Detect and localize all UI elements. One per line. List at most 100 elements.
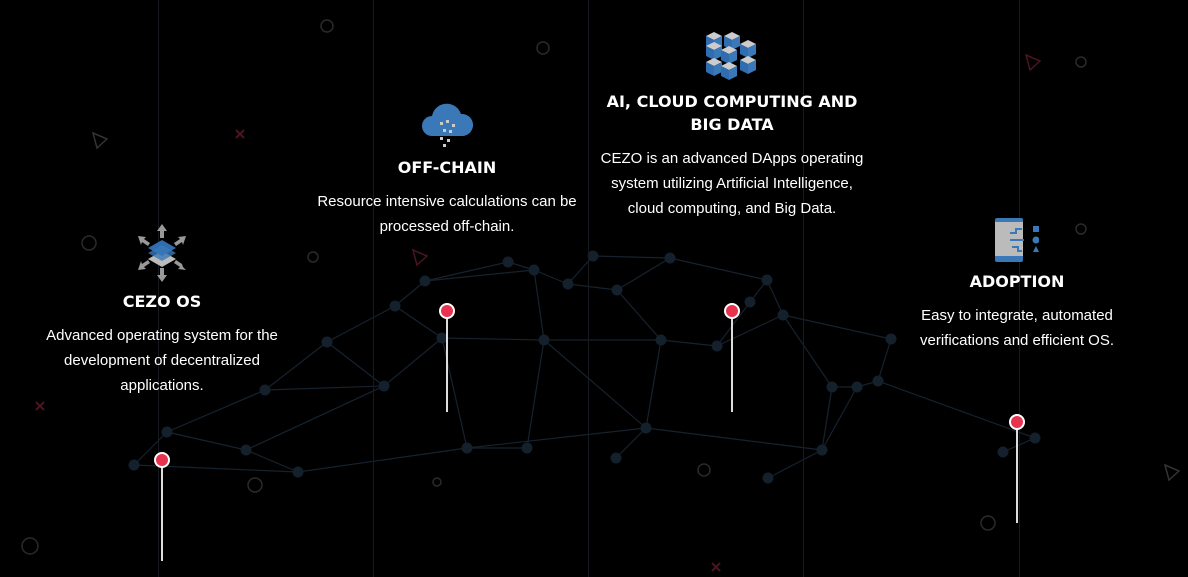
network-node (762, 472, 774, 484)
network-node (872, 375, 884, 387)
network-node (321, 336, 333, 348)
feature-cezo-os: CEZO OS Advanced operating system for th… (30, 224, 294, 398)
device-integration-icon (995, 218, 1039, 262)
layers-expand-icon (138, 224, 186, 282)
network-edge (133, 431, 168, 466)
network-node (744, 296, 756, 308)
decor-circle (21, 537, 39, 555)
network-node (1029, 432, 1041, 444)
decor-triangle (1024, 53, 1042, 72)
decor-triangle (91, 131, 109, 150)
decor-triangle (411, 248, 429, 267)
network-edge (567, 255, 594, 285)
network-node (610, 452, 622, 464)
feature-description: Easy to integrate, automated verificatio… (920, 307, 1114, 349)
network-node (502, 256, 514, 268)
network-edge (264, 385, 385, 391)
network-edge (166, 389, 266, 433)
network-edge (877, 380, 1036, 439)
network-edge (383, 337, 443, 387)
decor-circle (247, 477, 263, 493)
network-edge (264, 341, 328, 391)
grid-line (373, 0, 374, 577)
network-edge (716, 301, 751, 347)
decor-circle (307, 251, 319, 263)
decor-cross (711, 562, 721, 572)
network-node (240, 444, 252, 456)
pin-dot (1009, 414, 1025, 430)
network-edge (543, 339, 647, 429)
network-node (997, 446, 1009, 458)
network-edge (716, 314, 784, 347)
network-edge (821, 386, 858, 451)
network-edge (645, 427, 823, 451)
network-edge (660, 339, 718, 347)
feature-description: CEZO is an advanced DApps operating syst… (600, 150, 864, 217)
pin-dot (439, 303, 455, 319)
network-edge (533, 269, 569, 285)
decor-circle (432, 477, 442, 487)
decor-triangle (1163, 463, 1181, 482)
network-node (461, 442, 473, 454)
network-node (128, 459, 140, 471)
network-edge (326, 305, 396, 343)
decor-circle (536, 41, 550, 55)
timeline-pin (1009, 414, 1025, 523)
network-node (538, 334, 550, 346)
network-edge (424, 261, 509, 282)
network-node (521, 442, 533, 454)
feature-title: OFF-CHAIN (397, 158, 497, 177)
network-edge (394, 280, 426, 307)
network-node (587, 250, 599, 262)
network-edge (567, 283, 618, 291)
feature-description: Resource intensive calculations can be p… (317, 193, 577, 235)
network-node (711, 340, 723, 352)
network-edge (782, 314, 892, 340)
feature-title: CEZO OS (122, 292, 202, 311)
decor-cross (235, 129, 245, 139)
pin-dot (154, 452, 170, 468)
decor-circle (81, 235, 97, 251)
network-node (562, 278, 574, 290)
network-edge (782, 314, 833, 388)
network-node (528, 264, 540, 276)
pin-dot (724, 303, 740, 319)
network-edge (766, 279, 784, 316)
network-node (292, 466, 304, 478)
network-node (640, 422, 652, 434)
network-edge (326, 341, 385, 387)
network-node (664, 252, 676, 264)
feature-title: AI, CLOUD COMPUTING AND BIG DATA (606, 92, 858, 134)
network-node (777, 309, 789, 321)
network-edge (394, 305, 443, 339)
feature-title: ADOPTION (969, 272, 1065, 291)
network-edge (821, 386, 833, 451)
cloud-data-icon (422, 103, 474, 147)
network-edge (441, 337, 545, 341)
network-node (851, 381, 863, 393)
network-edge (526, 339, 545, 449)
network-node (419, 275, 431, 287)
timeline-pin (439, 303, 455, 412)
network-edge (616, 289, 662, 341)
network-node (378, 380, 390, 392)
network-node (611, 284, 623, 296)
network-edge (245, 385, 385, 451)
network-edge (669, 257, 768, 281)
network-node (885, 333, 897, 345)
network-edge (592, 255, 671, 259)
grid-line (588, 0, 589, 577)
network-node (761, 274, 773, 286)
network-node (161, 426, 173, 438)
feature-ai-cloud-big-data: AI, CLOUD COMPUTING AND BIG DATA CEZO is… (598, 32, 866, 221)
timeline-pin (154, 452, 170, 561)
network-node (259, 384, 271, 396)
network-edge (767, 449, 823, 479)
network-edge (166, 431, 247, 451)
network-node (655, 334, 667, 346)
decor-circle (1075, 56, 1087, 68)
decor-circle (697, 463, 711, 477)
network-node (816, 444, 828, 456)
feature-off-chain: OFF-CHAIN Resource intensive calculation… (310, 102, 584, 239)
cubes-icon (706, 32, 756, 80)
